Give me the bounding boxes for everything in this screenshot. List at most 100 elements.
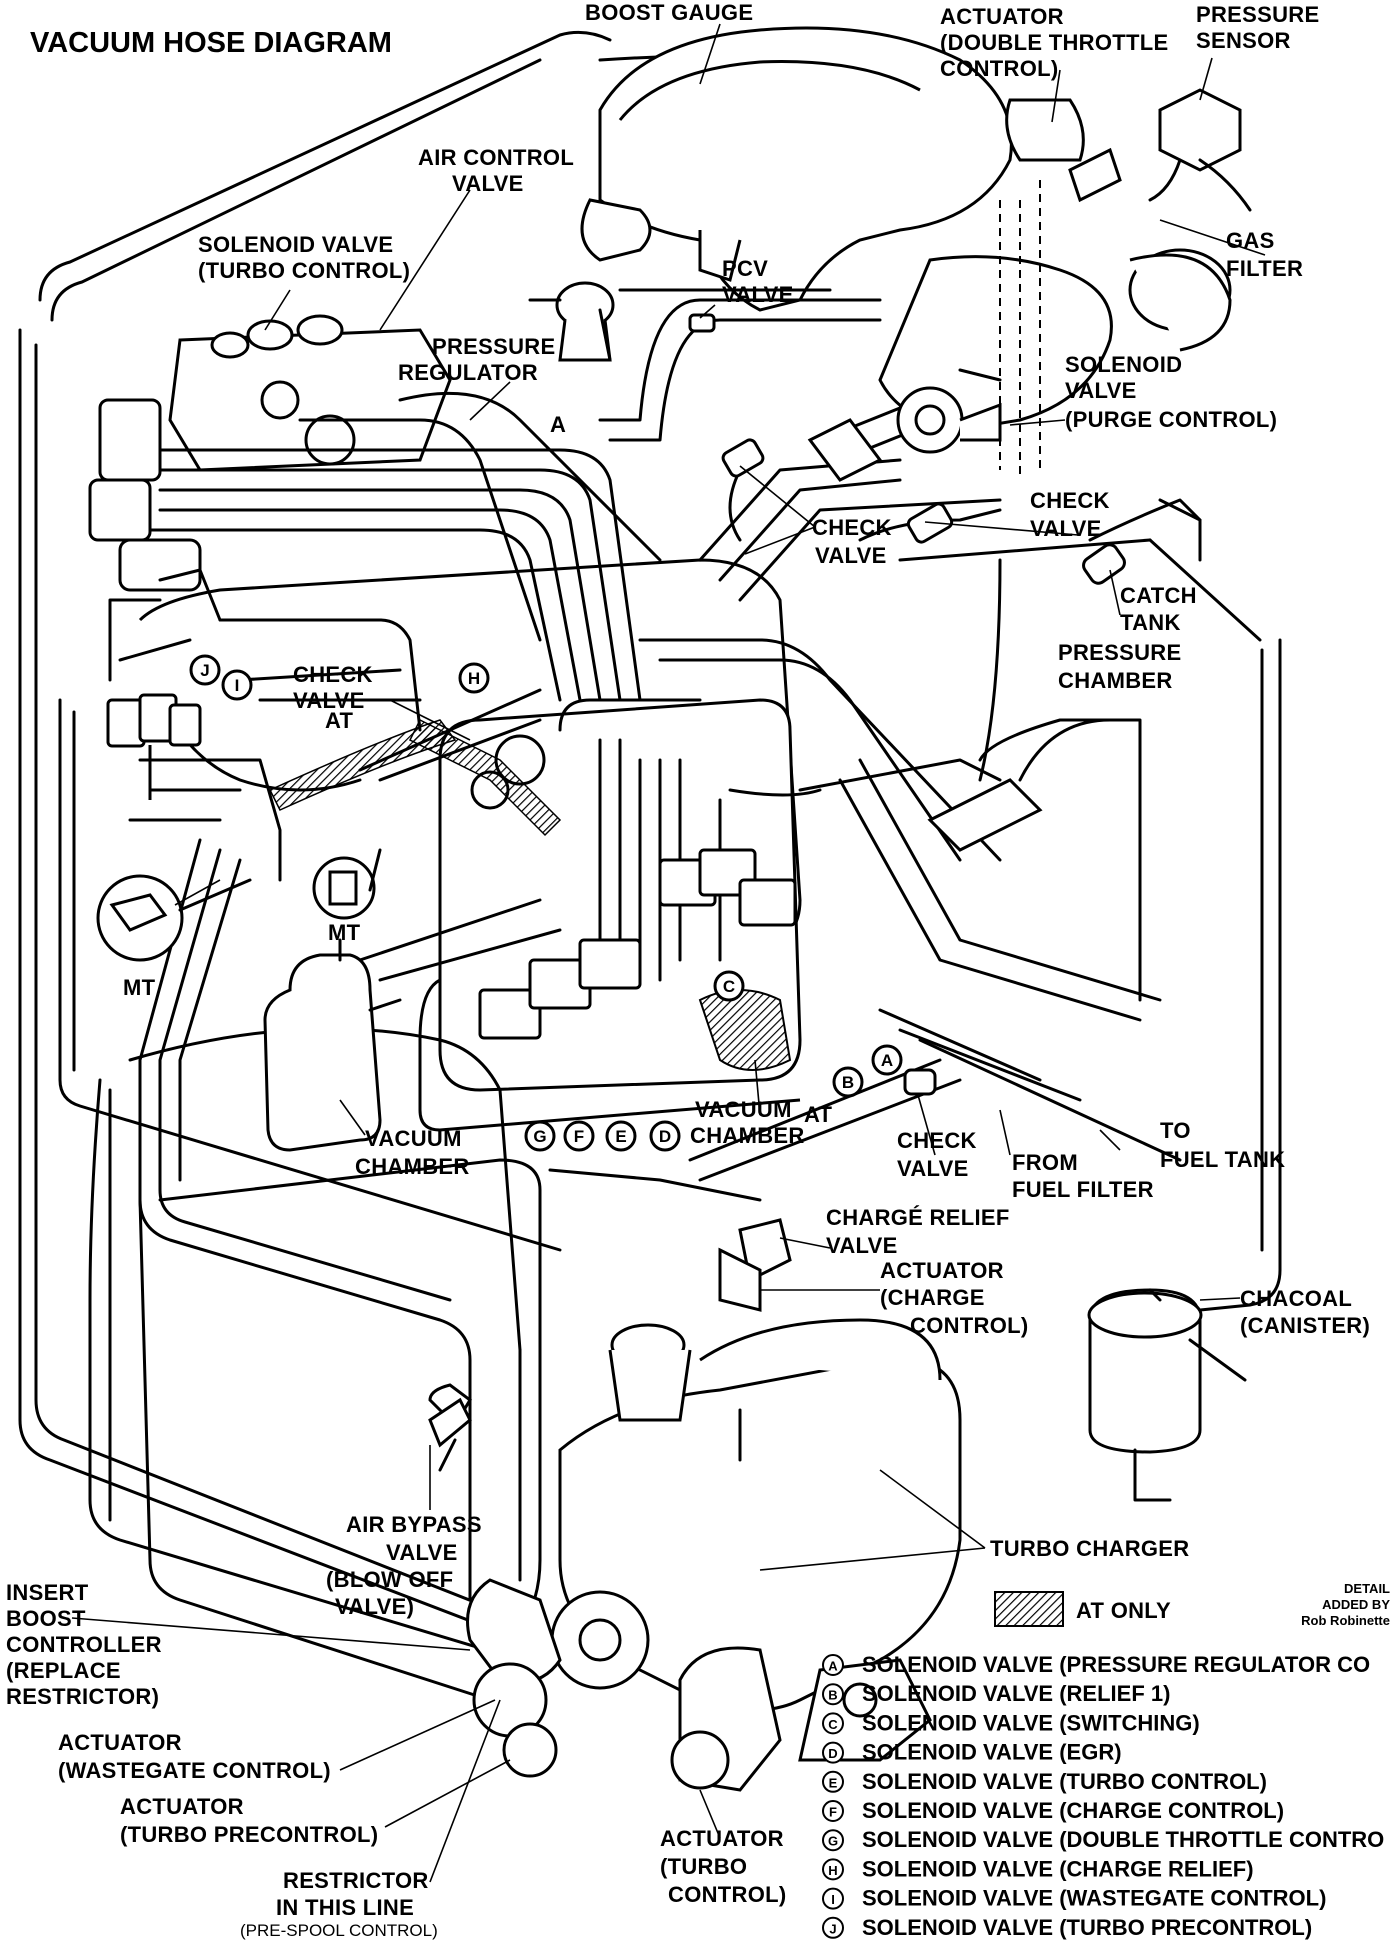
legend-marker bbox=[822, 1712, 844, 1735]
circled-letter-markers: A B C D E F G H I J bbox=[189, 654, 903, 1152]
legend-letter: J bbox=[829, 1921, 836, 1936]
label-check-valve-at-3: AT bbox=[325, 708, 354, 733]
legend-text: SOLENOID VALVE (CHARGE CONTROL) bbox=[862, 1798, 1284, 1823]
label-charge-relief-2: VALVE bbox=[826, 1233, 898, 1258]
label-actuator-charge-3: CONTROL) bbox=[910, 1313, 1029, 1338]
label-insert-boost-1: INSERT bbox=[6, 1580, 89, 1605]
label-detail-1: DETAIL bbox=[1344, 1581, 1390, 1596]
legend-marker bbox=[822, 1916, 844, 1939]
label-actuator-turbo-control-1: ACTUATOR bbox=[660, 1826, 784, 1851]
legend-text: SOLENOID VALVE (TURBO PRECONTROL) bbox=[862, 1915, 1312, 1940]
label-mt-left: MT bbox=[123, 975, 156, 1000]
legend-marker bbox=[822, 1829, 844, 1852]
label-solenoid-turbo-2: (TURBO CONTROL) bbox=[198, 258, 410, 283]
label-pressure-sensor-2: SENSOR bbox=[1196, 28, 1291, 53]
label-a-mark: A bbox=[550, 412, 566, 437]
intake-manifold bbox=[580, 26, 1232, 432]
label-actuator-charge-1: ACTUATOR bbox=[880, 1258, 1004, 1283]
label-actuator-turbo-pre-1: ACTUATOR bbox=[120, 1794, 244, 1819]
label-mt-center: MT bbox=[328, 920, 361, 945]
label-gas-filter-2: FILTER bbox=[1226, 256, 1303, 281]
label-check-valve-right-1: CHECK bbox=[1030, 488, 1110, 513]
legend-marker bbox=[822, 1887, 844, 1910]
label-at-only: AT ONLY bbox=[1076, 1598, 1171, 1623]
charcoal-canister-part bbox=[1087, 1288, 1247, 1502]
at-only-swatch bbox=[994, 1591, 1064, 1627]
svg-text:F: F bbox=[574, 1127, 584, 1146]
marker-c: C bbox=[713, 970, 745, 1002]
legend-text: SOLENOID VALVE (SWITCHING) bbox=[862, 1710, 1200, 1735]
legend-text: SOLENOID VALVE (DOUBLE THROTTLE CONTRO bbox=[862, 1827, 1384, 1852]
legend-text: SOLENOID VALVE (WASTEGATE CONTROL) bbox=[862, 1886, 1326, 1911]
label-to-fuel-tank-1: TO bbox=[1160, 1118, 1191, 1143]
label-air-control-valve-1: AIR CONTROL bbox=[418, 145, 574, 170]
check-valve-parts bbox=[721, 438, 1202, 1096]
svg-text:C: C bbox=[723, 977, 735, 996]
legend-row-i: I SOLENOID VALVE (WASTEGATE CONTROL) bbox=[822, 1886, 1326, 1911]
left-hoses-to-turbo bbox=[88, 838, 762, 1702]
label-check-valve-right-2: VALVE bbox=[1030, 516, 1102, 541]
label-insert-boost-5: RESTRICTOR) bbox=[6, 1684, 159, 1709]
leader-lines bbox=[71, 23, 1266, 1883]
legend-row-g: G SOLENOID VALVE (DOUBLE THROTTLE CONTRO bbox=[822, 1827, 1384, 1852]
svg-text:D: D bbox=[659, 1127, 671, 1146]
label-catch-tank-2: TANK bbox=[1120, 610, 1181, 635]
label-check-valve-lower-1: CHECK bbox=[897, 1128, 977, 1153]
actuator-double-throttle-part bbox=[999, 98, 1122, 480]
legend-row-c: C SOLENOID VALVE (SWITCHING) bbox=[822, 1710, 1200, 1735]
turbocharger-part bbox=[428, 1218, 962, 1792]
label-check-valve-lower-2: VALVE bbox=[897, 1156, 969, 1181]
label-gas-filter-1: GAS bbox=[1226, 228, 1275, 253]
label-vacuum-chamber-at-2: AT bbox=[804, 1102, 833, 1127]
label-boost-gauge: BOOST GAUGE bbox=[585, 0, 753, 25]
label-check-valve-at-2: VALVE bbox=[293, 688, 365, 713]
component-labels: BOOST GAUGE ACTUATOR (DOUBLE THROTTLE CO… bbox=[6, 0, 1390, 1940]
label-actuator-charge-2: (CHARGE bbox=[880, 1285, 985, 1310]
svg-text:I: I bbox=[235, 676, 240, 695]
label-restrictor-2: IN THIS LINE bbox=[276, 1895, 414, 1920]
at-hatched-hoses bbox=[268, 718, 1064, 1627]
svg-text:B: B bbox=[842, 1073, 854, 1092]
svg-text:A: A bbox=[881, 1051, 893, 1070]
label-turbo-charger: TURBO CHARGER bbox=[990, 1536, 1189, 1561]
label-solenoid-purge-3: (PURGE CONTROL) bbox=[1065, 407, 1277, 432]
legend-letter: I bbox=[831, 1892, 835, 1907]
legend-marker bbox=[822, 1683, 844, 1706]
legend-letter: D bbox=[828, 1746, 837, 1761]
legend-marker bbox=[822, 1800, 844, 1822]
label-actuator-turbo-control-3: CONTROL) bbox=[668, 1882, 787, 1907]
label-detail-2: ADDED BY bbox=[1322, 1597, 1390, 1612]
label-solenoid-purge-2: VALVE bbox=[1065, 378, 1137, 403]
label-actuator-double-throttle-2: (DOUBLE THROTTLE bbox=[940, 30, 1168, 55]
label-pressure-chamber-2: CHAMBER bbox=[1058, 668, 1173, 693]
marker-a: A bbox=[871, 1044, 903, 1076]
legend-text: SOLENOID VALVE (PRESSURE REGULATOR CO bbox=[862, 1652, 1370, 1677]
label-insert-boost-2: BOOST bbox=[6, 1606, 86, 1631]
legend-text: SOLENOID VALVE (RELIEF 1) bbox=[862, 1681, 1170, 1706]
legend-letter: B bbox=[828, 1688, 837, 1703]
label-chacoal-2: (CANISTER) bbox=[1240, 1313, 1370, 1338]
legend-marker bbox=[822, 1654, 844, 1676]
label-pressure-chamber-1: PRESSURE bbox=[1058, 640, 1181, 665]
legend-letter: C bbox=[828, 1717, 838, 1732]
marker-i: I bbox=[221, 669, 253, 701]
label-actuator-wastegate-2: (WASTEGATE CONTROL) bbox=[58, 1758, 331, 1783]
mt-insets bbox=[96, 848, 382, 962]
label-restrictor-1: RESTRICTOR bbox=[283, 1868, 429, 1893]
marker-d: D bbox=[649, 1120, 681, 1152]
label-vacuum-chamber-1: VACUUM bbox=[365, 1126, 462, 1151]
label-vacuum-chamber-at-1: VACUUM bbox=[695, 1097, 792, 1122]
label-air-bypass-2: VALVE bbox=[386, 1540, 458, 1565]
label-chacoal-1: CHACOAL bbox=[1240, 1286, 1352, 1311]
label-air-control-valve-2: VALVE bbox=[452, 171, 524, 196]
legend-letter: G bbox=[828, 1834, 838, 1849]
marker-h: H bbox=[458, 662, 490, 694]
label-check-valve-center-2: VALVE bbox=[815, 543, 887, 568]
